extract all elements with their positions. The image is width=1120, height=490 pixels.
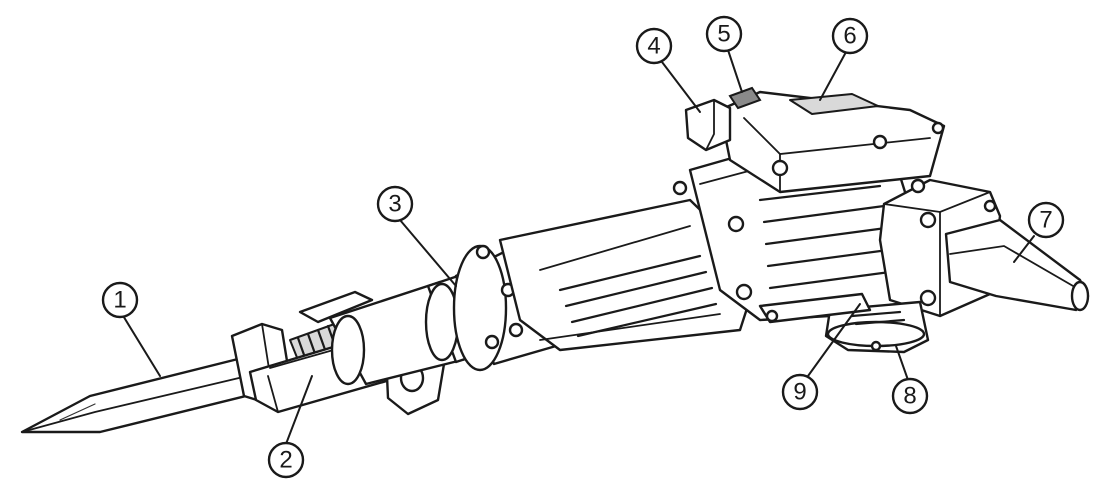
switch-lever (684, 98, 732, 152)
base-plate (758, 292, 872, 324)
bottom-grip (824, 300, 930, 354)
leader-6 (819, 51, 847, 101)
leader-7 (1013, 235, 1035, 263)
callout-2-label: 2 (279, 447, 292, 474)
callout-4: 4 (635, 27, 673, 65)
callout-3: 3 (376, 185, 414, 223)
callout-1: 1 (101, 281, 139, 319)
callout-2: 2 (267, 441, 305, 479)
callout-8: 8 (891, 377, 929, 415)
callout-9: 9 (781, 373, 819, 411)
callout-4-label: 4 (647, 33, 660, 60)
callout-1-label: 1 (113, 287, 126, 314)
barrel (328, 242, 558, 386)
callout-7: 7 (1027, 201, 1065, 239)
leader-8 (895, 345, 909, 381)
leader-9 (807, 303, 861, 377)
callout-8-label: 8 (903, 383, 916, 410)
leader-1 (121, 313, 161, 377)
callout-5: 5 (705, 15, 743, 53)
leader-2 (285, 375, 313, 445)
chisel-bit (20, 354, 264, 434)
callout-5-label: 5 (717, 21, 730, 48)
speed-dial (728, 86, 762, 110)
leader-5 (727, 49, 743, 93)
top-cover (718, 90, 946, 194)
main-body (498, 198, 762, 352)
leader-3 (399, 219, 457, 287)
leader-lines (121, 49, 1035, 445)
leader-4 (661, 61, 701, 113)
callout-6-label: 6 (843, 23, 856, 50)
side-handle (944, 218, 1090, 312)
callout-7-label: 7 (1039, 207, 1052, 234)
callout-6: 6 (831, 17, 869, 55)
callout-9-label: 9 (793, 379, 806, 406)
callout-3-label: 3 (388, 191, 401, 218)
